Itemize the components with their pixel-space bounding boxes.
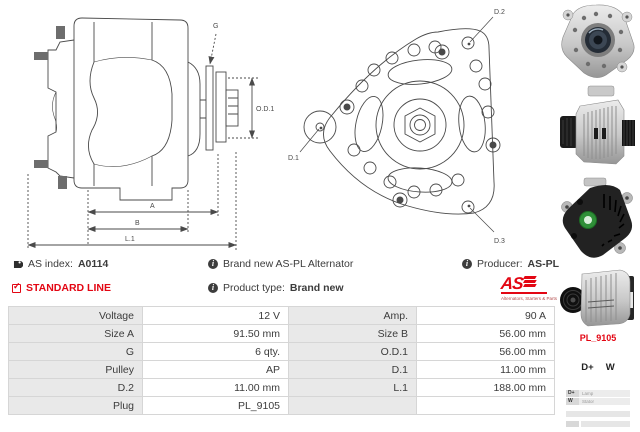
pin-name: D+ (566, 390, 579, 397)
dim-label-b: B (135, 220, 140, 227)
dim-label-d2: D.2 (494, 9, 505, 16)
spec-label: Pulley (8, 360, 143, 379)
spec-label (288, 396, 417, 415)
logo-tagline: Alternators, Starters & Parts (501, 295, 558, 301)
empty-row-bar (581, 421, 630, 427)
dim-label-d3: D.3 (494, 238, 505, 245)
product-photos-sidebar: PL_9105 D+W D+ Lamp W Stator (556, 0, 640, 432)
spec-value: 11.00 mm (142, 378, 289, 397)
producer-value: AS-PL (527, 258, 560, 270)
photo-rear-view[interactable] (558, 176, 638, 261)
dim-label-a: A (150, 203, 155, 210)
table-row: G 6 qty. O.D.1 56.00 mm (8, 342, 555, 361)
checkbox-icon (12, 281, 21, 293)
spec-value: 6 qty. (142, 342, 289, 361)
pin-desc: Lamp (579, 390, 630, 397)
dim-label-od1: O.D.1 (256, 106, 274, 113)
spec-label: Size B (288, 324, 417, 343)
table-row: Pulley AP D.1 11.00 mm (8, 360, 555, 379)
tag-icon (13, 260, 23, 268)
brand-new-row: Brand new AS-PL Alternator (208, 258, 353, 270)
info-icon (462, 259, 472, 269)
photo-front-view[interactable] (558, 2, 638, 80)
spec-value: 90 A (416, 306, 555, 325)
product-type-value: Brand new (289, 282, 344, 294)
pin-desc: Stator (579, 398, 630, 405)
standard-line-row: STANDARD LINE (12, 281, 111, 294)
as-index-row: AS index: A0114 (12, 258, 108, 270)
pin-name: W (566, 398, 579, 405)
product-type-row: Product type: Brand new (208, 282, 344, 294)
dim-label-d1: D.1 (288, 155, 299, 162)
spec-label: Voltage (8, 306, 143, 325)
logo-text: AS (500, 274, 524, 293)
product-type-label: Product type: (223, 282, 285, 294)
spec-value: 91.50 mm (142, 324, 289, 343)
info-icon (208, 259, 218, 269)
empty-row-label (566, 421, 579, 427)
empty-row-bar (566, 411, 630, 417)
rear-view-drawing: D.2 D.1 D.3 (288, 9, 505, 245)
table-row: D.2 11.00 mm L.1 188.00 mm (8, 378, 555, 397)
spec-value: 56.00 mm (416, 342, 555, 361)
pin-table-row: D+ Lamp (566, 390, 630, 397)
logo-stripes-icon (522, 276, 537, 288)
terminal-dplus: D+ (581, 362, 594, 373)
plug-code-label: PL_9105 (579, 333, 617, 343)
as-index-value: A0114 (77, 258, 109, 270)
spec-value: 11.00 mm (416, 360, 555, 379)
spec-label: D.2 (8, 378, 143, 397)
spec-label: L.1 (288, 378, 417, 397)
spec-label: Amp. (288, 306, 417, 325)
table-row: Plug PL_9105 (8, 396, 555, 415)
side-view-drawing: G O.D.1 A B L.1 (27, 17, 274, 250)
terminal-labels: D+ W (556, 362, 640, 373)
spec-value: 56.00 mm (416, 324, 555, 343)
spec-value: PL_9105 (142, 396, 289, 415)
terminal-w: W (605, 362, 615, 373)
producer-label: Producer: (477, 258, 523, 270)
dim-label-g: G (213, 23, 218, 30)
dim-label-l1: L.1 (125, 236, 135, 243)
brand-new-text: Brand new AS-PL Alternator (223, 258, 354, 270)
photo-side-view[interactable] (558, 84, 638, 174)
spec-value (416, 396, 555, 415)
producer-row: Producer: AS-PL (462, 258, 559, 270)
spec-label: G (8, 342, 143, 361)
spec-label: O.D.1 (288, 342, 417, 361)
table-row: Voltage 12 V Amp. 90 A (8, 306, 555, 325)
spec-label: D.1 (288, 360, 417, 379)
as-pl-logo: AS Alternators, Starters & Parts (500, 274, 558, 301)
spec-label: Size A (8, 324, 143, 343)
technical-drawings: G O.D.1 A B L.1 (27, 9, 505, 250)
spec-value: AP (142, 360, 289, 379)
spec-label: Plug (8, 396, 143, 415)
info-icon (208, 283, 218, 293)
spec-value: 188.00 mm (416, 378, 555, 397)
spec-table: Voltage 12 V Amp. 90 A Size A 91.50 mm S… (8, 306, 555, 415)
as-index-label: AS index: (28, 258, 73, 270)
photo-angled-view[interactable] (558, 264, 638, 330)
spec-value: 12 V (142, 306, 289, 325)
table-row: Size A 91.50 mm Size B 56.00 mm (8, 324, 555, 343)
standard-line-label: STANDARD LINE (26, 282, 111, 294)
pin-table-row: W Stator (566, 398, 630, 405)
